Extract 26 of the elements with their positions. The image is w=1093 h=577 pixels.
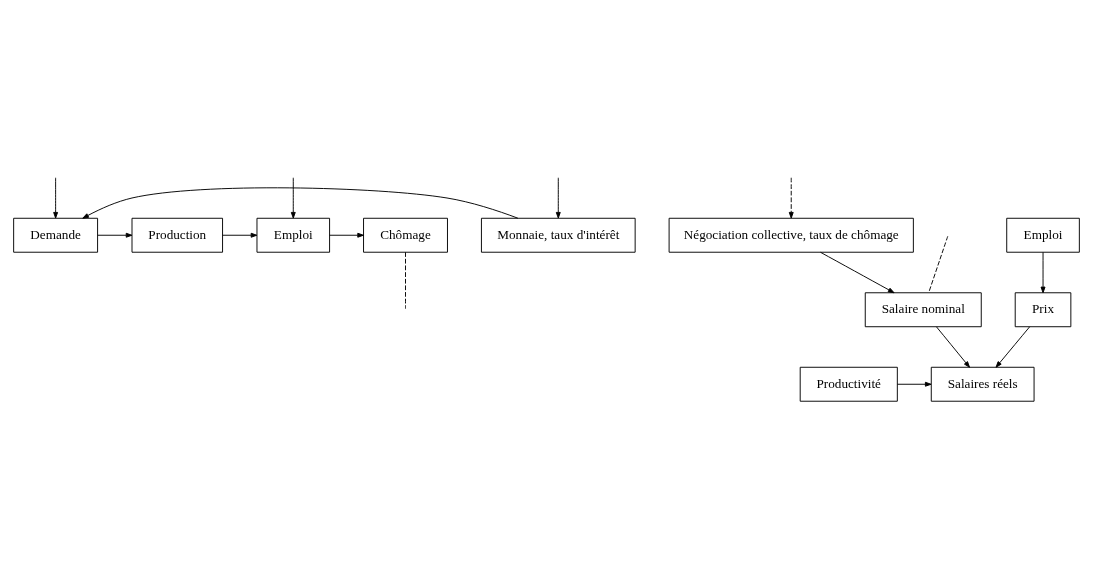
node-box: Emploi — [256, 217, 331, 253]
node-box: Chômage — [363, 217, 448, 253]
connector — [405, 251, 406, 309]
arrow — [82, 186, 519, 219]
arrow — [896, 381, 932, 387]
node-box: Productivité — [799, 366, 898, 402]
arrow — [936, 325, 970, 368]
arrow — [329, 232, 364, 238]
node-box: Production — [131, 217, 223, 253]
node-box: Demande — [13, 217, 99, 253]
arrow — [555, 176, 561, 219]
arrow — [222, 232, 258, 238]
node-box: Salaires réels — [930, 366, 1035, 402]
arrow — [820, 251, 895, 293]
node-box: Emploi — [1006, 217, 1080, 253]
arrow — [995, 325, 1031, 368]
node-box: Prix — [1014, 291, 1072, 327]
arrow — [788, 176, 794, 219]
node-box: Salaire nominal — [864, 291, 982, 327]
arrow — [53, 176, 59, 219]
node-box: Monnaie, taux d'intérêt — [480, 217, 636, 253]
arrow — [97, 232, 133, 238]
arrow — [290, 176, 296, 219]
node-box: Négociation collective, taux de chômage — [668, 217, 914, 253]
arrow — [1040, 251, 1046, 293]
connector — [928, 235, 949, 293]
